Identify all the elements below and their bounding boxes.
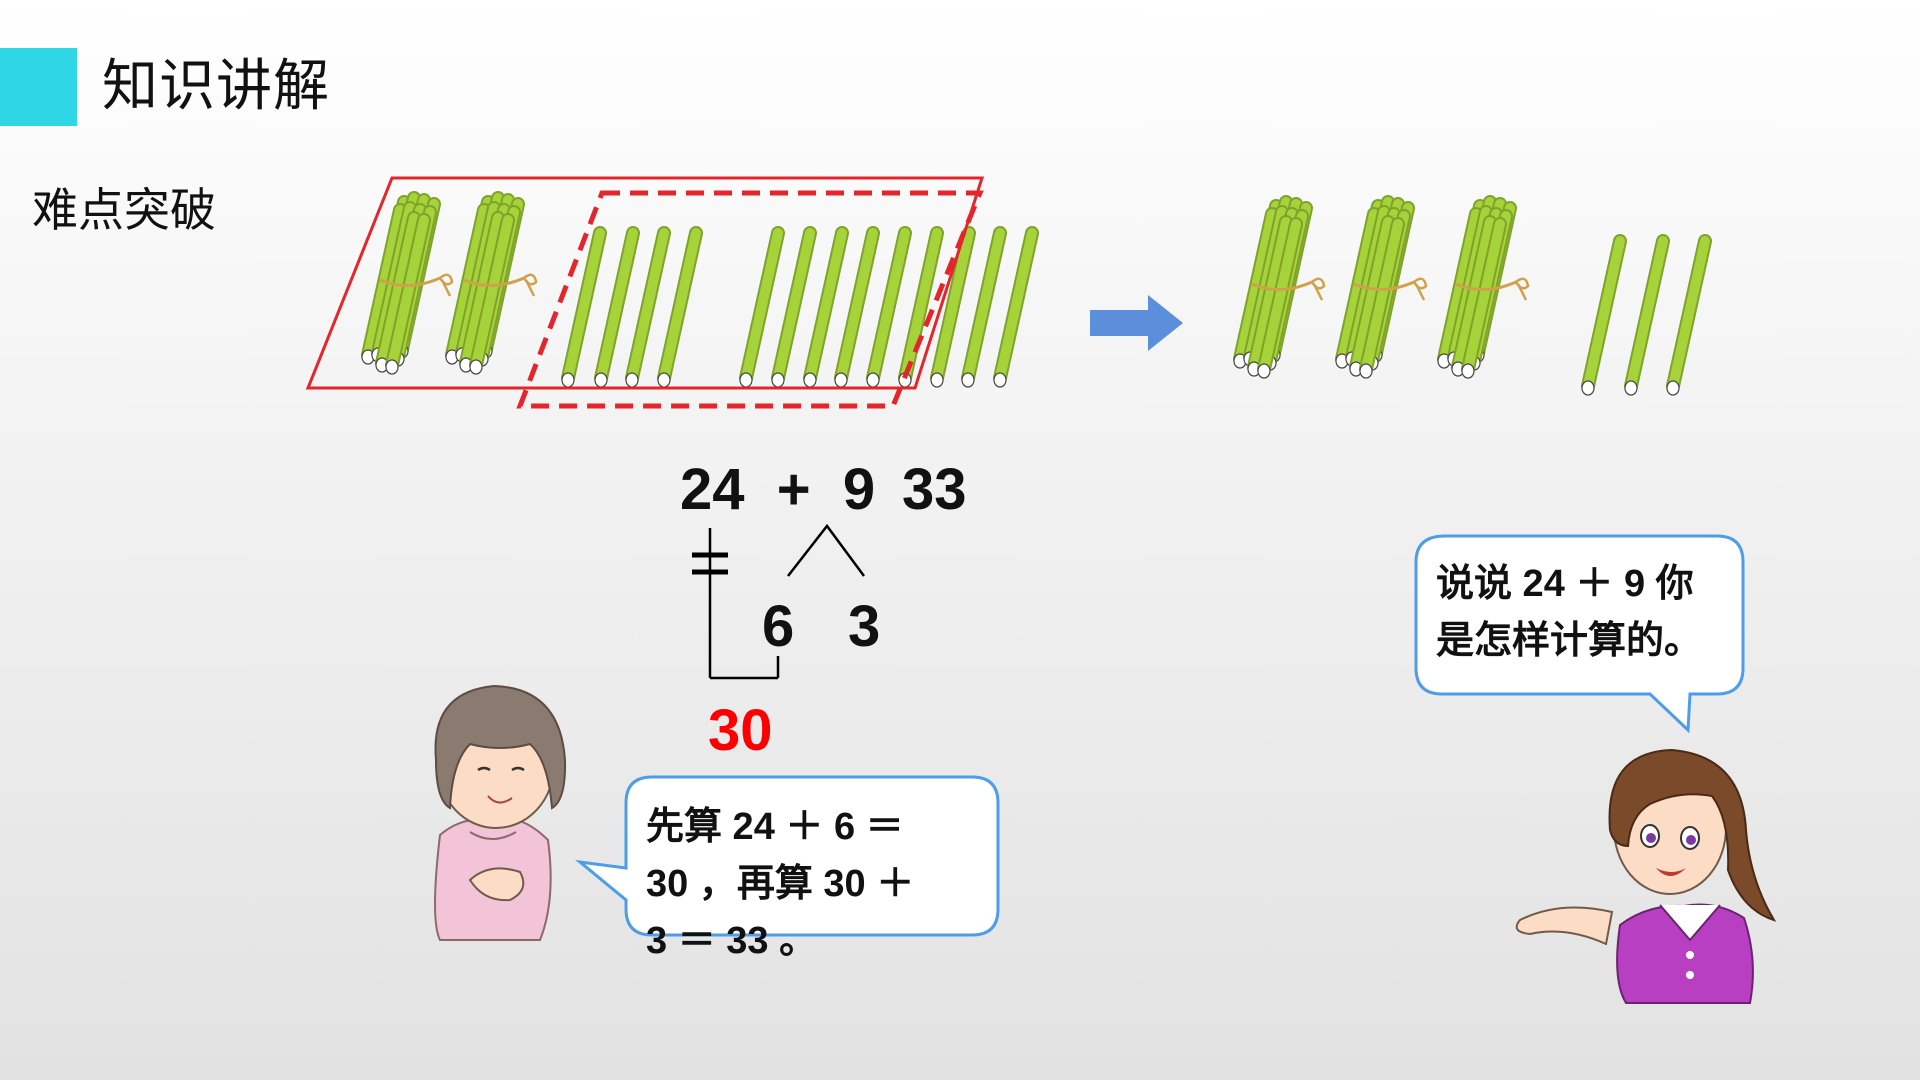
split-branch xyxy=(787,523,866,577)
student-speech-bubble xyxy=(575,775,1000,937)
equation-left-operand: 24 xyxy=(680,457,745,522)
bundle-of-ten-2 xyxy=(1336,202,1426,378)
loose-stick xyxy=(1625,241,1663,395)
equation-right-operand: 9 xyxy=(842,457,876,522)
equation-operator: + xyxy=(776,457,811,522)
student-answer-text: 先算 24 ＋ 6 ＝ 30 ，再算 30 ＋ 3 ＝ 33 。 xyxy=(646,806,915,962)
right-stick-group xyxy=(1234,202,1705,395)
equation-result: 33 xyxy=(902,457,967,522)
student-icon xyxy=(434,684,567,941)
teacher-question-text: 说说 24 ＋ 9 你是怎样计算的。 xyxy=(1436,563,1703,662)
bundle-of-ten-1 xyxy=(1234,202,1324,378)
loose-stick xyxy=(740,233,778,387)
teacher-icon xyxy=(1515,748,1777,1004)
right-arrow-icon xyxy=(1090,295,1183,351)
bundle-of-ten-2 xyxy=(446,198,536,374)
bundle-of-ten-3 xyxy=(1438,202,1528,378)
split-part-second: 3 xyxy=(848,594,881,659)
teacher-speech-bubble xyxy=(1414,534,1745,734)
loose-stick xyxy=(1582,241,1620,395)
dashed-grouping-frame xyxy=(516,190,984,409)
bundle-of-ten-1 xyxy=(362,198,452,374)
split-part-first: 6 xyxy=(762,594,795,659)
title-accent-bar xyxy=(0,48,77,126)
loose-stick xyxy=(562,233,600,387)
solid-grouping-frame xyxy=(305,176,985,390)
partial-sum: 30 xyxy=(708,698,773,763)
section-subtitle: 难点突破 xyxy=(32,183,216,237)
loose-stick xyxy=(1667,241,1705,395)
left-stick-group xyxy=(362,198,1032,387)
page-title: 知识讲解 xyxy=(102,54,330,119)
equation-expression: 24 + 9 xyxy=(680,455,875,525)
